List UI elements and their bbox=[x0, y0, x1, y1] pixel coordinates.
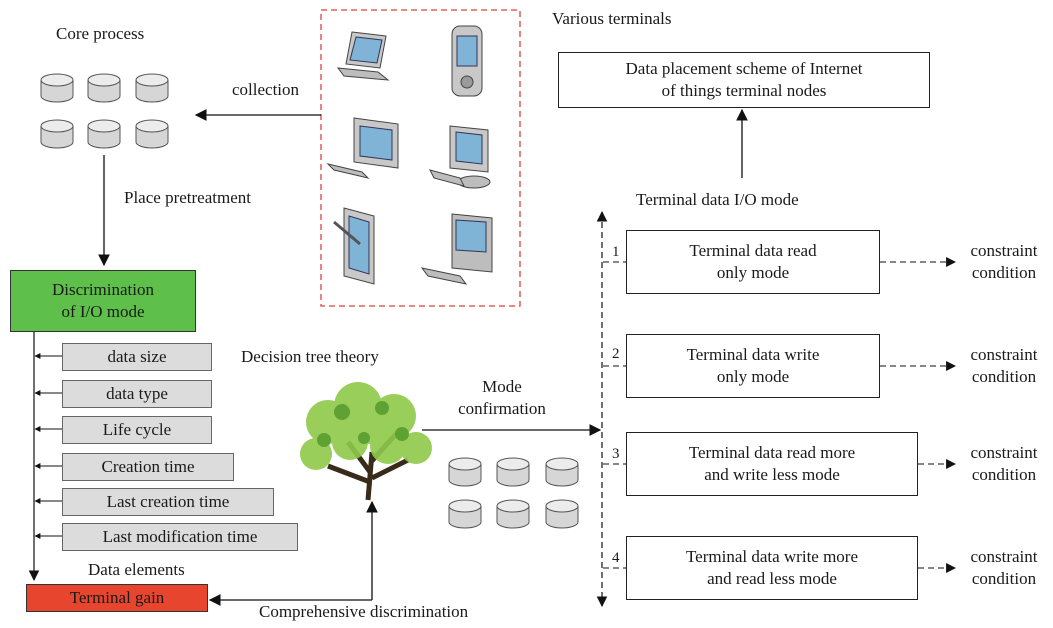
attribute-data-type: data type bbox=[62, 380, 212, 408]
database-icon bbox=[545, 499, 579, 529]
desktop-computer-icon bbox=[429, 125, 491, 189]
mode-confirmation-label: Mode confirmation bbox=[458, 377, 546, 418]
attribute-creation-time: Creation time bbox=[62, 453, 234, 481]
mode-2-box: Terminal data write only mode bbox=[626, 334, 880, 398]
mode-1-number: 1 bbox=[612, 244, 620, 260]
database-icon bbox=[496, 457, 530, 487]
attribute-connectors bbox=[34, 353, 62, 539]
place-pretreatment-label: Place pretreatment bbox=[124, 188, 251, 207]
mode-4-number: 4 bbox=[612, 550, 620, 566]
tree-icon bbox=[300, 382, 432, 501]
attribute-data-size: data size bbox=[62, 343, 212, 371]
data-elements-label: Data elements bbox=[88, 560, 185, 579]
attribute-last-modification-time: Last modification time bbox=[62, 523, 298, 551]
desktop-computer-icon bbox=[326, 117, 399, 179]
database-icon bbox=[135, 119, 169, 149]
database-icon bbox=[87, 119, 121, 149]
pda-icon bbox=[451, 25, 483, 97]
terminal-io-mode-label: Terminal data I/O mode bbox=[636, 190, 799, 209]
tablet-icon bbox=[333, 207, 375, 285]
constraint-3-label: constraint condition bbox=[970, 443, 1038, 484]
constraint-4-label: constraint condition bbox=[970, 547, 1038, 588]
placement-scheme-box: Data placement scheme of Internet of thi… bbox=[558, 52, 930, 108]
comprehensive-discrimination-label: Comprehensive discrimination bbox=[259, 602, 469, 621]
discrimination-box: Discrimination of I/O mode bbox=[10, 270, 196, 332]
mode-1-box: Terminal data read only mode bbox=[626, 230, 880, 294]
terminal-gain-box: Terminal gain bbox=[26, 584, 208, 612]
database-icon bbox=[545, 457, 579, 487]
database-icon bbox=[40, 119, 74, 149]
database-icon bbox=[448, 457, 482, 487]
database-icon bbox=[87, 73, 121, 103]
mode-4-box: Terminal data write more and read less m… bbox=[626, 536, 918, 600]
mode-2-number: 2 bbox=[612, 346, 620, 362]
database-icon bbox=[448, 499, 482, 529]
constraint-2-label: constraint condition bbox=[970, 345, 1038, 386]
desktop-computer-icon bbox=[420, 213, 493, 285]
middle-database-group bbox=[448, 457, 579, 529]
decision-tree-label: Decision tree theory bbox=[241, 347, 379, 366]
mode-3-box: Terminal data read more and write less m… bbox=[626, 432, 918, 496]
attribute-last-creation-time: Last creation time bbox=[62, 488, 274, 516]
laptop-icon bbox=[336, 31, 390, 81]
terminals-frame bbox=[320, 9, 521, 307]
various-terminals-label: Various terminals bbox=[552, 9, 672, 28]
core-database-group bbox=[40, 73, 169, 149]
database-icon bbox=[496, 499, 530, 529]
attribute-life-cycle: Life cycle bbox=[62, 416, 212, 444]
collection-label: collection bbox=[232, 80, 300, 99]
database-icon bbox=[40, 73, 74, 103]
database-icon bbox=[135, 73, 169, 103]
core-process-label: Core process bbox=[56, 24, 145, 43]
mode-3-number: 3 bbox=[612, 446, 620, 462]
constraint-1-label: constraint condition bbox=[970, 241, 1038, 282]
